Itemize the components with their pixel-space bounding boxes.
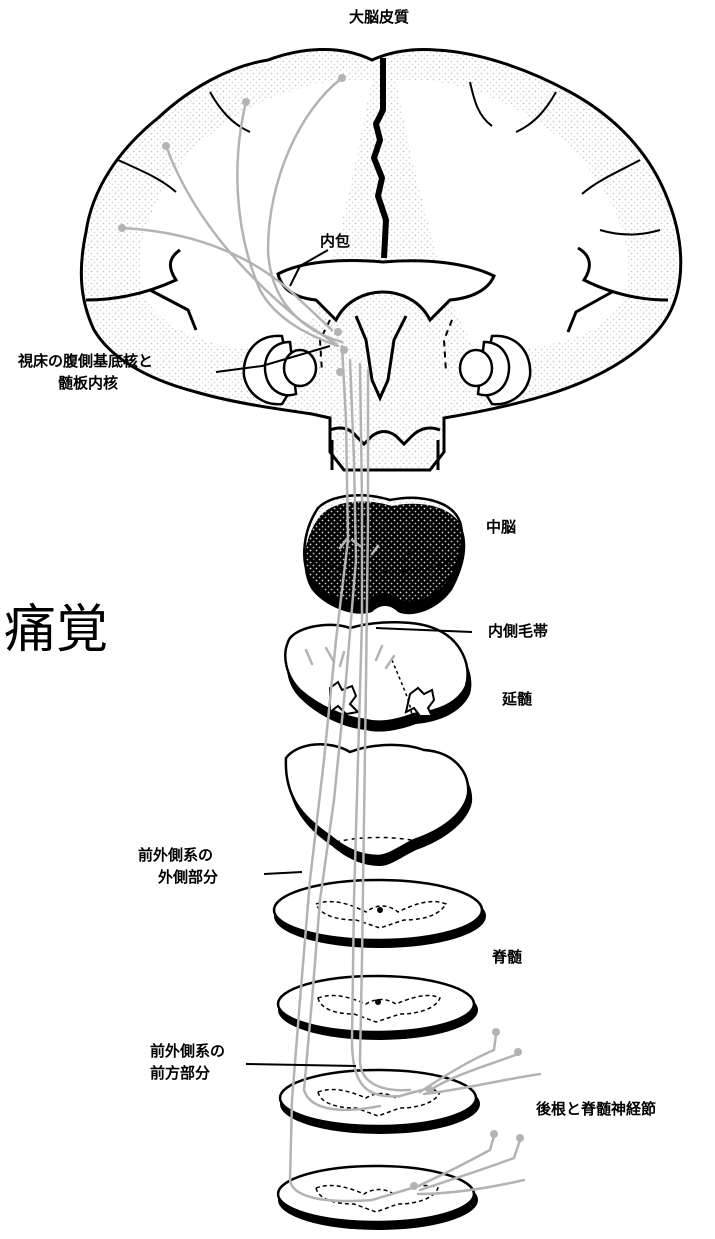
spinal-section-2 xyxy=(276,974,478,1040)
fiber-terminals xyxy=(118,74,524,1190)
label-lateral-line2: 外側部分 xyxy=(158,868,219,886)
label-thalamus-line2: 髄板内核 xyxy=(58,374,119,392)
spinal-section-4 xyxy=(276,1164,478,1230)
sulcus-right-5 xyxy=(469,81,493,127)
label-spinal-cord: 脊髄 xyxy=(492,948,523,966)
label-anterior-line2: 前方部分 xyxy=(150,1064,211,1082)
third-ventricle xyxy=(354,315,408,402)
leader-thalamus xyxy=(215,345,331,373)
spinal-section-3 xyxy=(278,1068,480,1134)
sulcus-left-2 xyxy=(149,288,198,331)
sulcus-right-4 xyxy=(515,91,557,133)
spinal-section-1 xyxy=(272,878,486,948)
medulla-section xyxy=(284,621,472,732)
lentiform-right xyxy=(458,334,532,406)
sulcus-right-3 xyxy=(581,159,641,195)
sulcus-right-6 xyxy=(599,229,661,236)
leader-lateral xyxy=(263,871,303,875)
leader-internal-capsule xyxy=(289,249,329,287)
sulcus-right-1 xyxy=(577,246,669,302)
leader-lines xyxy=(215,249,473,1067)
label-medulla: 延髄 xyxy=(502,690,533,708)
label-cerebral-cortex: 大脳皮質 xyxy=(349,8,410,26)
longitudinal-fissure xyxy=(371,58,389,259)
label-thalamus-line1: 視床の腹側基底核と xyxy=(18,352,154,370)
page-title: 痛覚 xyxy=(4,600,109,660)
label-dorsal-root-ganglion: 後根と脊髄神経節 xyxy=(536,1100,657,1118)
brain-section xyxy=(79,47,683,472)
caudal-medulla-section xyxy=(284,743,473,866)
sulcus-left-1 xyxy=(85,248,181,302)
label-midbrain: 中脳 xyxy=(486,518,517,536)
label-internal-capsule: 内包 xyxy=(320,232,351,250)
sulcus-left-4 xyxy=(209,91,251,133)
sulcus-right-2 xyxy=(566,290,613,333)
midbrain-section xyxy=(303,494,466,615)
label-lateral-line1: 前外側系の xyxy=(138,846,214,864)
label-anterior-line1: 前外側系の xyxy=(150,1042,226,1060)
sulcus-left-3 xyxy=(117,159,177,193)
leader-medial-lemniscus xyxy=(375,627,473,633)
lentiform-left xyxy=(242,334,318,406)
label-medial-lemniscus: 内側毛帯 xyxy=(488,622,549,640)
lateral-ventricle xyxy=(276,259,496,323)
leader-anterior xyxy=(245,1063,357,1067)
pain-pathway-fibers xyxy=(120,76,542,1203)
